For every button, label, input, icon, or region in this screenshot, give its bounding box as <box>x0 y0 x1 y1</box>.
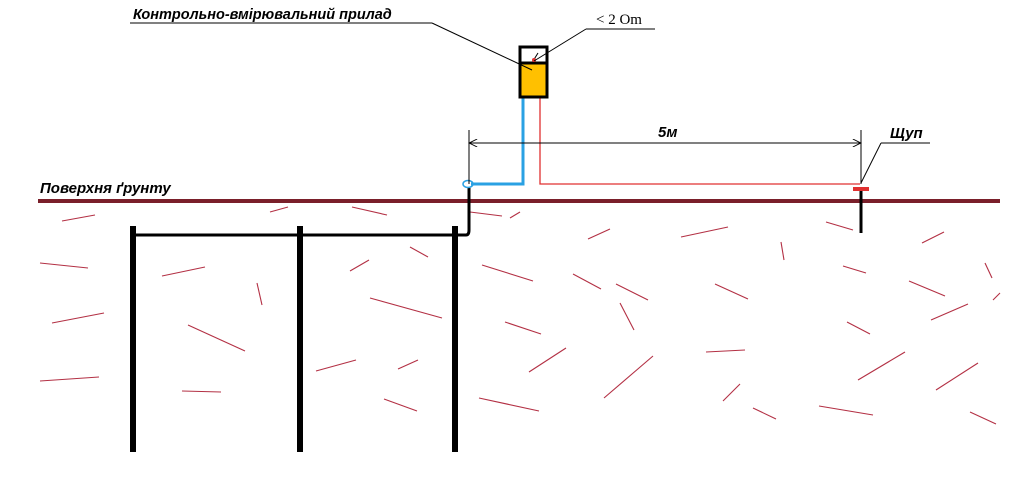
soil-hatch-mark <box>846 321 871 335</box>
soil-hatch-mark <box>161 266 206 277</box>
soil-hatch-mark <box>369 297 443 319</box>
instrument-dial <box>518 45 549 65</box>
soil-hatch-mark <box>908 280 946 297</box>
soil-hatch-mark <box>528 347 567 373</box>
ground-electrode-array <box>130 179 474 452</box>
soil-hatch-mark <box>930 303 969 321</box>
soil-hatch-mark <box>818 405 874 416</box>
instrument-callout-leader <box>431 22 533 71</box>
red-wire <box>539 97 860 185</box>
measuring-instrument <box>518 45 549 99</box>
soil-hatch-mark <box>984 262 993 279</box>
dial-indicator <box>532 58 536 62</box>
soil-hatch-mark <box>780 241 785 261</box>
probe-callout-leader <box>860 142 882 184</box>
soil-hatch-mark <box>722 383 741 402</box>
soil-hatch-mark <box>351 206 388 216</box>
soil-hatch-mark <box>256 282 263 306</box>
reading-label: < 2 Om <box>596 12 642 28</box>
soil-hatch-mark <box>181 390 222 393</box>
soil-hatch-mark <box>587 228 611 240</box>
reading-callout-leader <box>533 28 587 62</box>
soil-hatch-mark <box>61 214 96 222</box>
soil-hatch-mark <box>51 312 105 324</box>
soil-hatch-mark <box>857 351 906 381</box>
soil-hatch-mark <box>615 283 649 301</box>
soil-hatch-mark <box>315 359 357 372</box>
distance-label: 5м <box>658 124 677 141</box>
soil-hatch-mark <box>349 259 370 272</box>
soil-hatch-mark <box>504 321 542 335</box>
soil-hatch-mark <box>935 362 979 391</box>
probe-label: Щуп <box>890 125 923 142</box>
soil-hatch-mark <box>842 265 867 274</box>
soil-hatch-mark <box>469 211 503 217</box>
soil-hatch-mark <box>619 302 635 331</box>
soil-hatch-mark <box>409 246 429 258</box>
soil-hatch-mark <box>752 407 777 420</box>
riser-conductor <box>465 186 471 237</box>
blue-wire <box>471 97 525 186</box>
soil-hatch-mark <box>269 206 289 213</box>
soil-hatch-mark <box>992 292 1001 301</box>
soil-hatch-mark <box>39 376 100 382</box>
soil-hatching <box>39 206 1001 425</box>
soil-hatch-mark <box>825 221 854 231</box>
soil-hatch-mark <box>481 264 534 282</box>
soil-hatch-mark <box>921 231 945 244</box>
soil-hatch-mark <box>969 411 997 425</box>
soil-hatch-mark <box>705 349 746 353</box>
soil-hatch-mark <box>478 397 540 412</box>
soil-hatch-mark <box>509 211 521 219</box>
soil-hatch-mark <box>187 324 246 352</box>
soil-hatch-mark <box>383 398 418 412</box>
soil-hatch-mark <box>680 226 729 238</box>
soil-hatch-mark <box>397 359 419 370</box>
ground-surface-label: Поверхня ґрунту <box>40 180 171 197</box>
probe <box>853 187 869 233</box>
soil-hatch-mark <box>39 262 89 269</box>
soil-hatch-mark <box>572 273 602 290</box>
distance-dimension: 5м <box>469 124 861 184</box>
instrument-label: Контрольно-вмірювальний прилад <box>133 7 392 23</box>
soil-hatch-mark <box>603 355 654 399</box>
soil-hatch-mark <box>714 283 749 300</box>
